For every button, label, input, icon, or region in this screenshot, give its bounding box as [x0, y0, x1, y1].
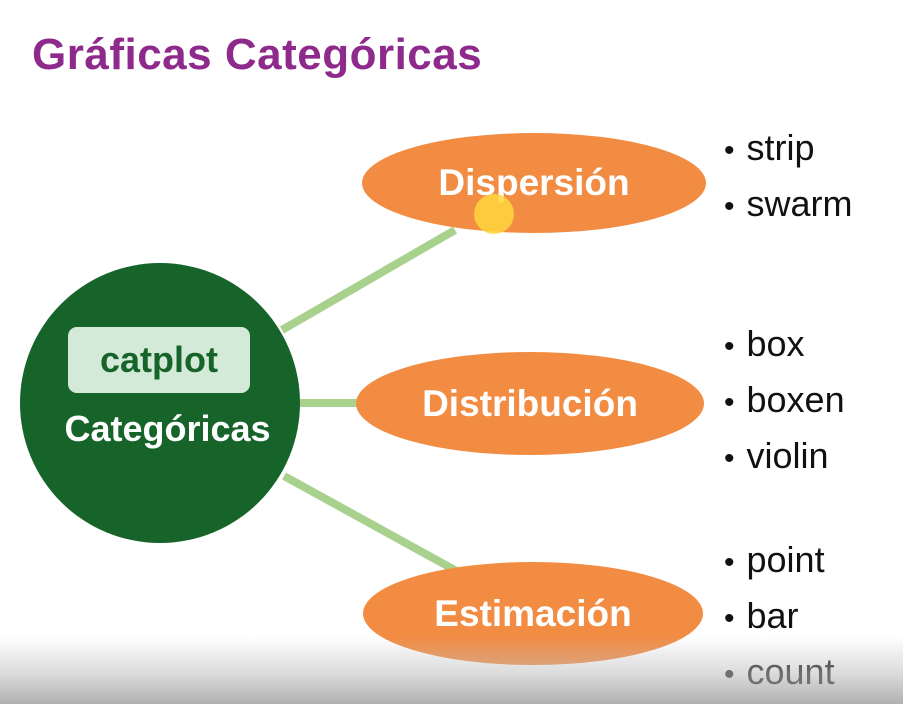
list-item: •bar — [724, 595, 799, 636]
list-dispersion: •strip •swarm — [724, 120, 853, 232]
bullet-icon: • — [724, 602, 735, 635]
list-item: •swarm — [724, 183, 853, 224]
connector-dispersion — [279, 226, 458, 334]
bullet-icon: • — [724, 386, 735, 419]
bullet-icon: • — [724, 442, 735, 475]
bullet-icon: • — [724, 134, 735, 167]
hub-label: catplot — [68, 327, 250, 393]
list-item: •boxen — [724, 379, 845, 420]
bullet-icon: • — [724, 546, 735, 579]
video-controls-overlay — [0, 636, 903, 704]
node-distribucion: Distribución — [356, 352, 704, 455]
bullet-icon: • — [724, 190, 735, 223]
hub-circle — [20, 263, 300, 543]
cursor-highlight — [474, 194, 514, 234]
list-item: •point — [724, 539, 825, 580]
node-dispersion: Dispersión — [362, 133, 706, 233]
list-item: •strip — [724, 127, 815, 168]
hub-caption: Categóricas — [64, 408, 271, 449]
bullet-icon: • — [724, 330, 735, 363]
list-item: •box — [724, 323, 805, 364]
list-distribucion: •box •boxen •violin — [724, 316, 845, 484]
slide-title: Gráficas Categóricas — [32, 30, 483, 79]
list-item: •violin — [724, 435, 829, 476]
connector-estimacion — [282, 472, 464, 578]
